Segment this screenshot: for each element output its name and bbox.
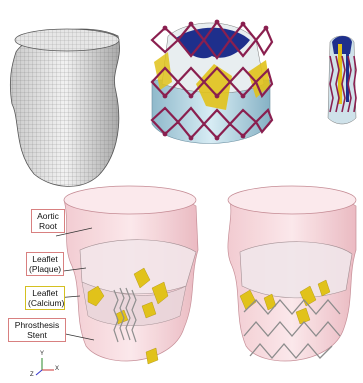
aortic-root-label: Aortic Root (31, 209, 65, 233)
phrosthesis-stent-label: Phrosthesis Stent (8, 318, 66, 342)
leaflet-plaque-label: Leaflet (Plaque) (26, 252, 64, 276)
crimped-valve (328, 36, 356, 124)
assembly-expanded-stent (228, 186, 356, 361)
axes-triad: Y X Z (34, 352, 74, 378)
leaflet-calcium-label: Leaflet (Calcium) (25, 286, 65, 310)
axis-y-label: Y (40, 351, 44, 357)
axis-z-label: Z (30, 372, 34, 378)
meshed-aortic-root (10, 29, 119, 186)
expanded-valve (152, 20, 272, 144)
axis-x-label: X (55, 366, 59, 372)
assembly-crimped-stent (64, 186, 198, 364)
